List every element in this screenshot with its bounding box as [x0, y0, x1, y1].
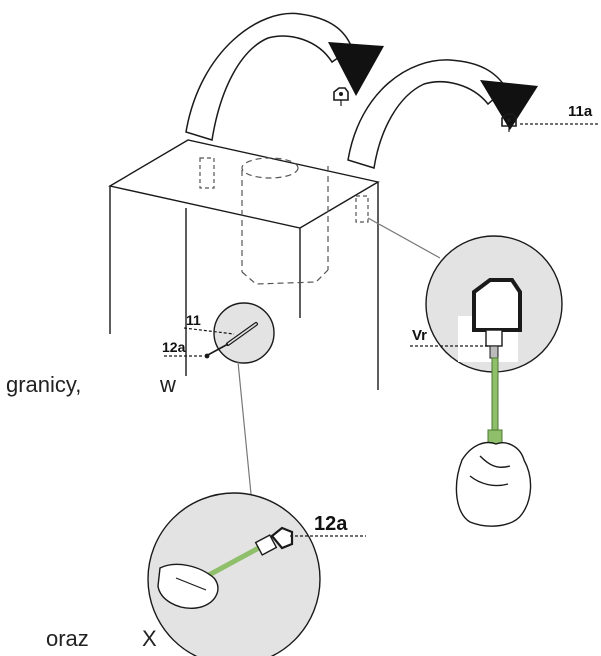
bracket-icon-upper [333, 87, 349, 106]
label-12a-small: 12a [162, 339, 186, 355]
lens-small [204, 302, 275, 364]
hidden-bracket-right [355, 195, 369, 223]
lens-right [425, 235, 563, 373]
leader-11 [183, 327, 235, 335]
label-11: 11 [186, 312, 201, 328]
connector-right-lens [367, 217, 441, 259]
arrow-head-right [480, 80, 538, 130]
cabinet-box [108, 139, 380, 390]
hidden-chimney [241, 157, 329, 285]
curved-arrow-right [347, 59, 538, 169]
curved-arrow-left [185, 12, 384, 141]
label-12a-large: 12a [314, 513, 348, 535]
hidden-bracket-left [199, 157, 215, 189]
label-11a: 11a [568, 103, 593, 120]
bracket-icon-11a [501, 113, 517, 132]
text-w: w [159, 372, 176, 397]
hand-right [455, 441, 532, 527]
connector-bottom-lens [237, 361, 253, 505]
arrow-head-left [328, 42, 384, 96]
label-vr: Vr [412, 327, 427, 344]
text-oraz: oraz [46, 626, 89, 651]
text-granicy: granicy, [6, 372, 81, 397]
lens-bottom [147, 492, 321, 656]
text-x: X [142, 626, 157, 651]
